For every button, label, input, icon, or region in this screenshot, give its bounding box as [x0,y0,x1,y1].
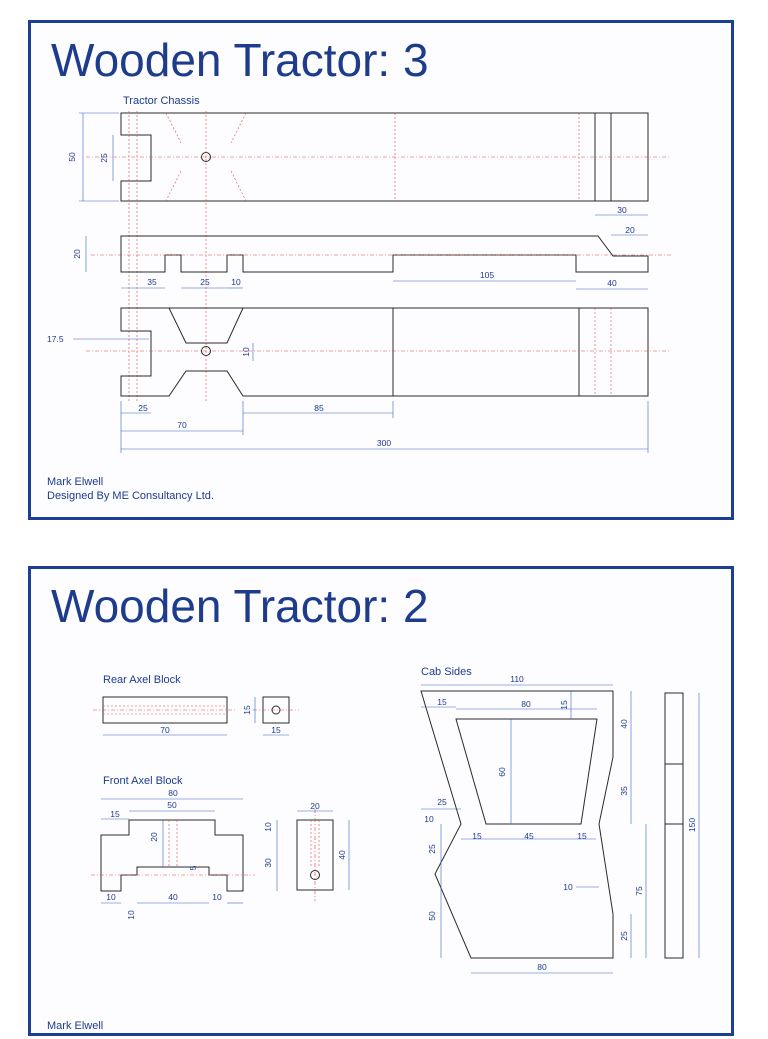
hidden-line [230,170,247,202]
chassis-side-view: 20 35 25 10 105 40 [72,235,671,290]
view-label-rear-axel-block: Rear Axel Block [103,674,181,686]
cab-end-view [664,692,684,959]
rear-axel-block: Rear Axel Block 70 15 15 [93,674,299,736]
chassis-bottom-axle-hole [201,346,211,356]
sheet-title: Wooden Tractor: 2 [51,580,429,632]
chassis-top-view: 50 25 30 20 [67,111,671,403]
dim-50: 50 [167,800,177,810]
dim-15: 15 [242,705,252,715]
dim-20: 20 [625,225,635,235]
dim-85: 85 [314,403,324,413]
dim-15: 15 [437,697,447,707]
dim-10: 10 [241,347,251,357]
dim-35: 35 [147,277,157,287]
hidden-line [230,112,247,144]
front-axel-block: Front Axel Block 80 50 15 20 10 40 10 5 … [91,775,350,920]
drawing-sheet-tractor-2: Wooden Tractor: 2 Rear Axel Block 70 15 … [28,566,734,1036]
dim-20: 20 [149,832,159,842]
dim-50: 50 [67,152,77,162]
dim-25: 25 [138,403,148,413]
dim-15: 15 [271,725,281,735]
view-label-tractor-chassis: Tractor Chassis [123,95,200,107]
dim-15: 15 [577,831,587,841]
cab-side-outline [420,690,614,959]
view-label-front-axel-block: Front Axel Block [103,775,183,787]
dim-105: 105 [480,270,494,280]
dim-15: 15 [472,831,482,841]
dim-15: 15 [110,809,120,819]
dim-10: 10 [563,882,573,892]
dim-35: 35 [619,786,629,796]
front-axel-hole [310,870,320,880]
dim-25: 25 [437,797,447,807]
hidden-line [165,170,182,202]
dim-150: 150 [687,818,697,832]
chassis-bottom-notch [168,307,244,344]
credit-company: Designed By ME Consultancy Ltd. [47,490,214,502]
credit-block: Mark Elwell [47,1019,103,1033]
dim-30: 30 [263,858,273,868]
dim-40: 40 [337,850,347,860]
cab-side-window [455,718,598,825]
rear-axel-end-rect [262,696,290,724]
dim-30: 30 [617,205,627,215]
dim-45: 45 [524,831,534,841]
chassis-side-outline [120,235,649,273]
chassis-top-outline [120,112,649,202]
dim-10: 10 [212,892,222,902]
dim-5: 5 [188,865,198,870]
dim-80: 80 [537,962,547,972]
credit-name: Mark Elwell [47,476,104,488]
tractor-parts-drawing: Rear Axel Block 70 15 15 Front Axel Bloc… [91,666,700,974]
dim-25: 25 [619,931,629,941]
sheet-title: Wooden Tractor: 3 [51,34,429,86]
view-label-cab-sides: Cab Sides [421,666,472,678]
credit-block: Mark Elwell Designed By ME Consultancy L… [47,475,214,503]
dim-40: 40 [607,278,617,288]
dim-10: 10 [231,277,241,287]
dim-70: 70 [160,725,170,735]
dim-60: 60 [497,767,507,777]
dim-10: 10 [106,892,116,902]
chassis-bottom-view: 17.5 10 25 85 70 300 [47,307,671,453]
tractor-chassis-drawing: Tractor Chassis 50 25 [47,95,671,453]
dim-20-thickness: 20 [72,249,82,259]
dim-10: 10 [424,814,434,824]
front-axel-outline [100,819,244,892]
dim-25: 25 [427,844,437,854]
dim-10: 10 [263,822,273,832]
dim-80: 80 [521,699,531,709]
dim-40: 40 [168,892,178,902]
dim-25: 25 [99,153,109,163]
hidden-line [165,112,182,144]
dim-75: 75 [634,886,644,896]
dim-40: 40 [619,719,629,729]
dim-50: 50 [427,911,437,921]
cab-sides: Cab Sides 110 15 80 25 10 15 45 15 10 [420,666,700,974]
dim-20: 20 [310,801,320,811]
dim-25: 25 [200,277,210,287]
credit-name: Mark Elwell [47,1020,104,1032]
dim-300: 300 [377,438,391,448]
dim-80: 80 [168,788,178,798]
drawing-sheet-tractor-3: Wooden Tractor: 3 Tractor Chassis 50 [28,20,734,520]
dim-10: 10 [126,910,136,920]
dim-110: 110 [510,674,524,684]
chassis-bottom-outline [120,307,649,397]
dim-17-5: 17.5 [47,334,64,344]
dim-70: 70 [177,420,187,430]
dim-15: 15 [559,700,569,710]
